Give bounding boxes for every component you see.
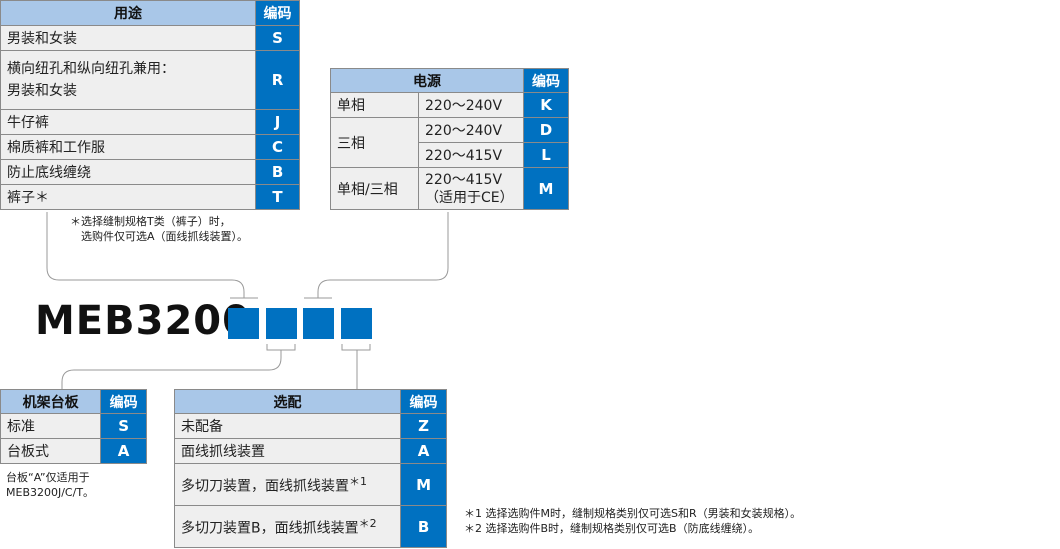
frame-note: 台板“A”仅适用于 MEB3200J/C/T。 <box>6 471 95 499</box>
table-row: 台板式 A <box>0 438 147 464</box>
option-table: 选配 编码 未配备 Z 面线抓线装置 A 多切刀装置，面线抓线装置＊1 M 多切… <box>173 389 447 548</box>
option-code-header: 编码 <box>400 389 447 414</box>
option-header: 选配 <box>173 389 402 414</box>
table-row: 棉质裤和工作服 C <box>0 134 300 160</box>
usage-table: 用途 编码 男装和女装 S 横向纽孔和纵向纽孔兼用： 男装和女装 R 牛仔裤 J… <box>0 0 300 210</box>
code-slot-usage <box>228 308 259 339</box>
table-row: 面线抓线装置 A <box>173 438 447 464</box>
option-note: ＊1 选择选购件M时，缝制规格类别仅可选S和R（男装和女装规格）。 ＊2 选择选… <box>464 507 802 535</box>
table-row: 横向纽孔和纵向纽孔兼用： 男装和女装 R <box>0 50 300 110</box>
code-slot-frame <box>266 308 297 339</box>
frame-header: 机架台板 <box>0 389 102 414</box>
table-row: 裤子＊ T <box>0 184 300 210</box>
power-header: 电源 <box>330 68 524 93</box>
table-row: 牛仔裤 J <box>0 109 300 135</box>
model-code: MEB3200 <box>35 298 251 344</box>
table-row: 220～415V L <box>331 142 569 168</box>
power-connector <box>304 212 449 299</box>
table-row: 未配备 Z <box>173 413 447 439</box>
usage-connector <box>46 212 258 299</box>
option-connector <box>341 344 371 389</box>
table-row: 多切刀装置，面线抓线装置＊1 M <box>173 463 447 506</box>
frame-code-header: 编码 <box>100 389 147 414</box>
code-slot-power <box>303 308 334 339</box>
frame-table: 机架台板 编码 标准 S 台板式 A <box>0 389 147 464</box>
table-row: 单相 220～240V K <box>330 92 569 118</box>
power-table: 电源 编码 单相 220～240V K 三相 220～240V D 220～41… <box>330 68 569 210</box>
code-slot-option <box>341 308 372 339</box>
table-row: 防止底线缠绕 B <box>0 159 300 185</box>
usage-note: ＊选择缝制规格T类（裤子）时， 选购件仅可选A（面线抓线装置）。 <box>70 215 249 243</box>
table-row: 三相 220～240V D <box>330 117 569 168</box>
usage-code-header: 编码 <box>255 0 300 26</box>
frame-connector <box>61 344 296 389</box>
usage-header: 用途 <box>0 0 257 26</box>
power-code-header: 编码 <box>523 68 569 93</box>
table-row: 男装和女装 S <box>0 25 300 51</box>
table-row: 单相/三相 220～415V （适用于CE） M <box>330 167 569 210</box>
table-row: 标准 S <box>0 413 147 439</box>
table-row: 多切刀装置B，面线抓线装置＊2 B <box>173 505 447 548</box>
